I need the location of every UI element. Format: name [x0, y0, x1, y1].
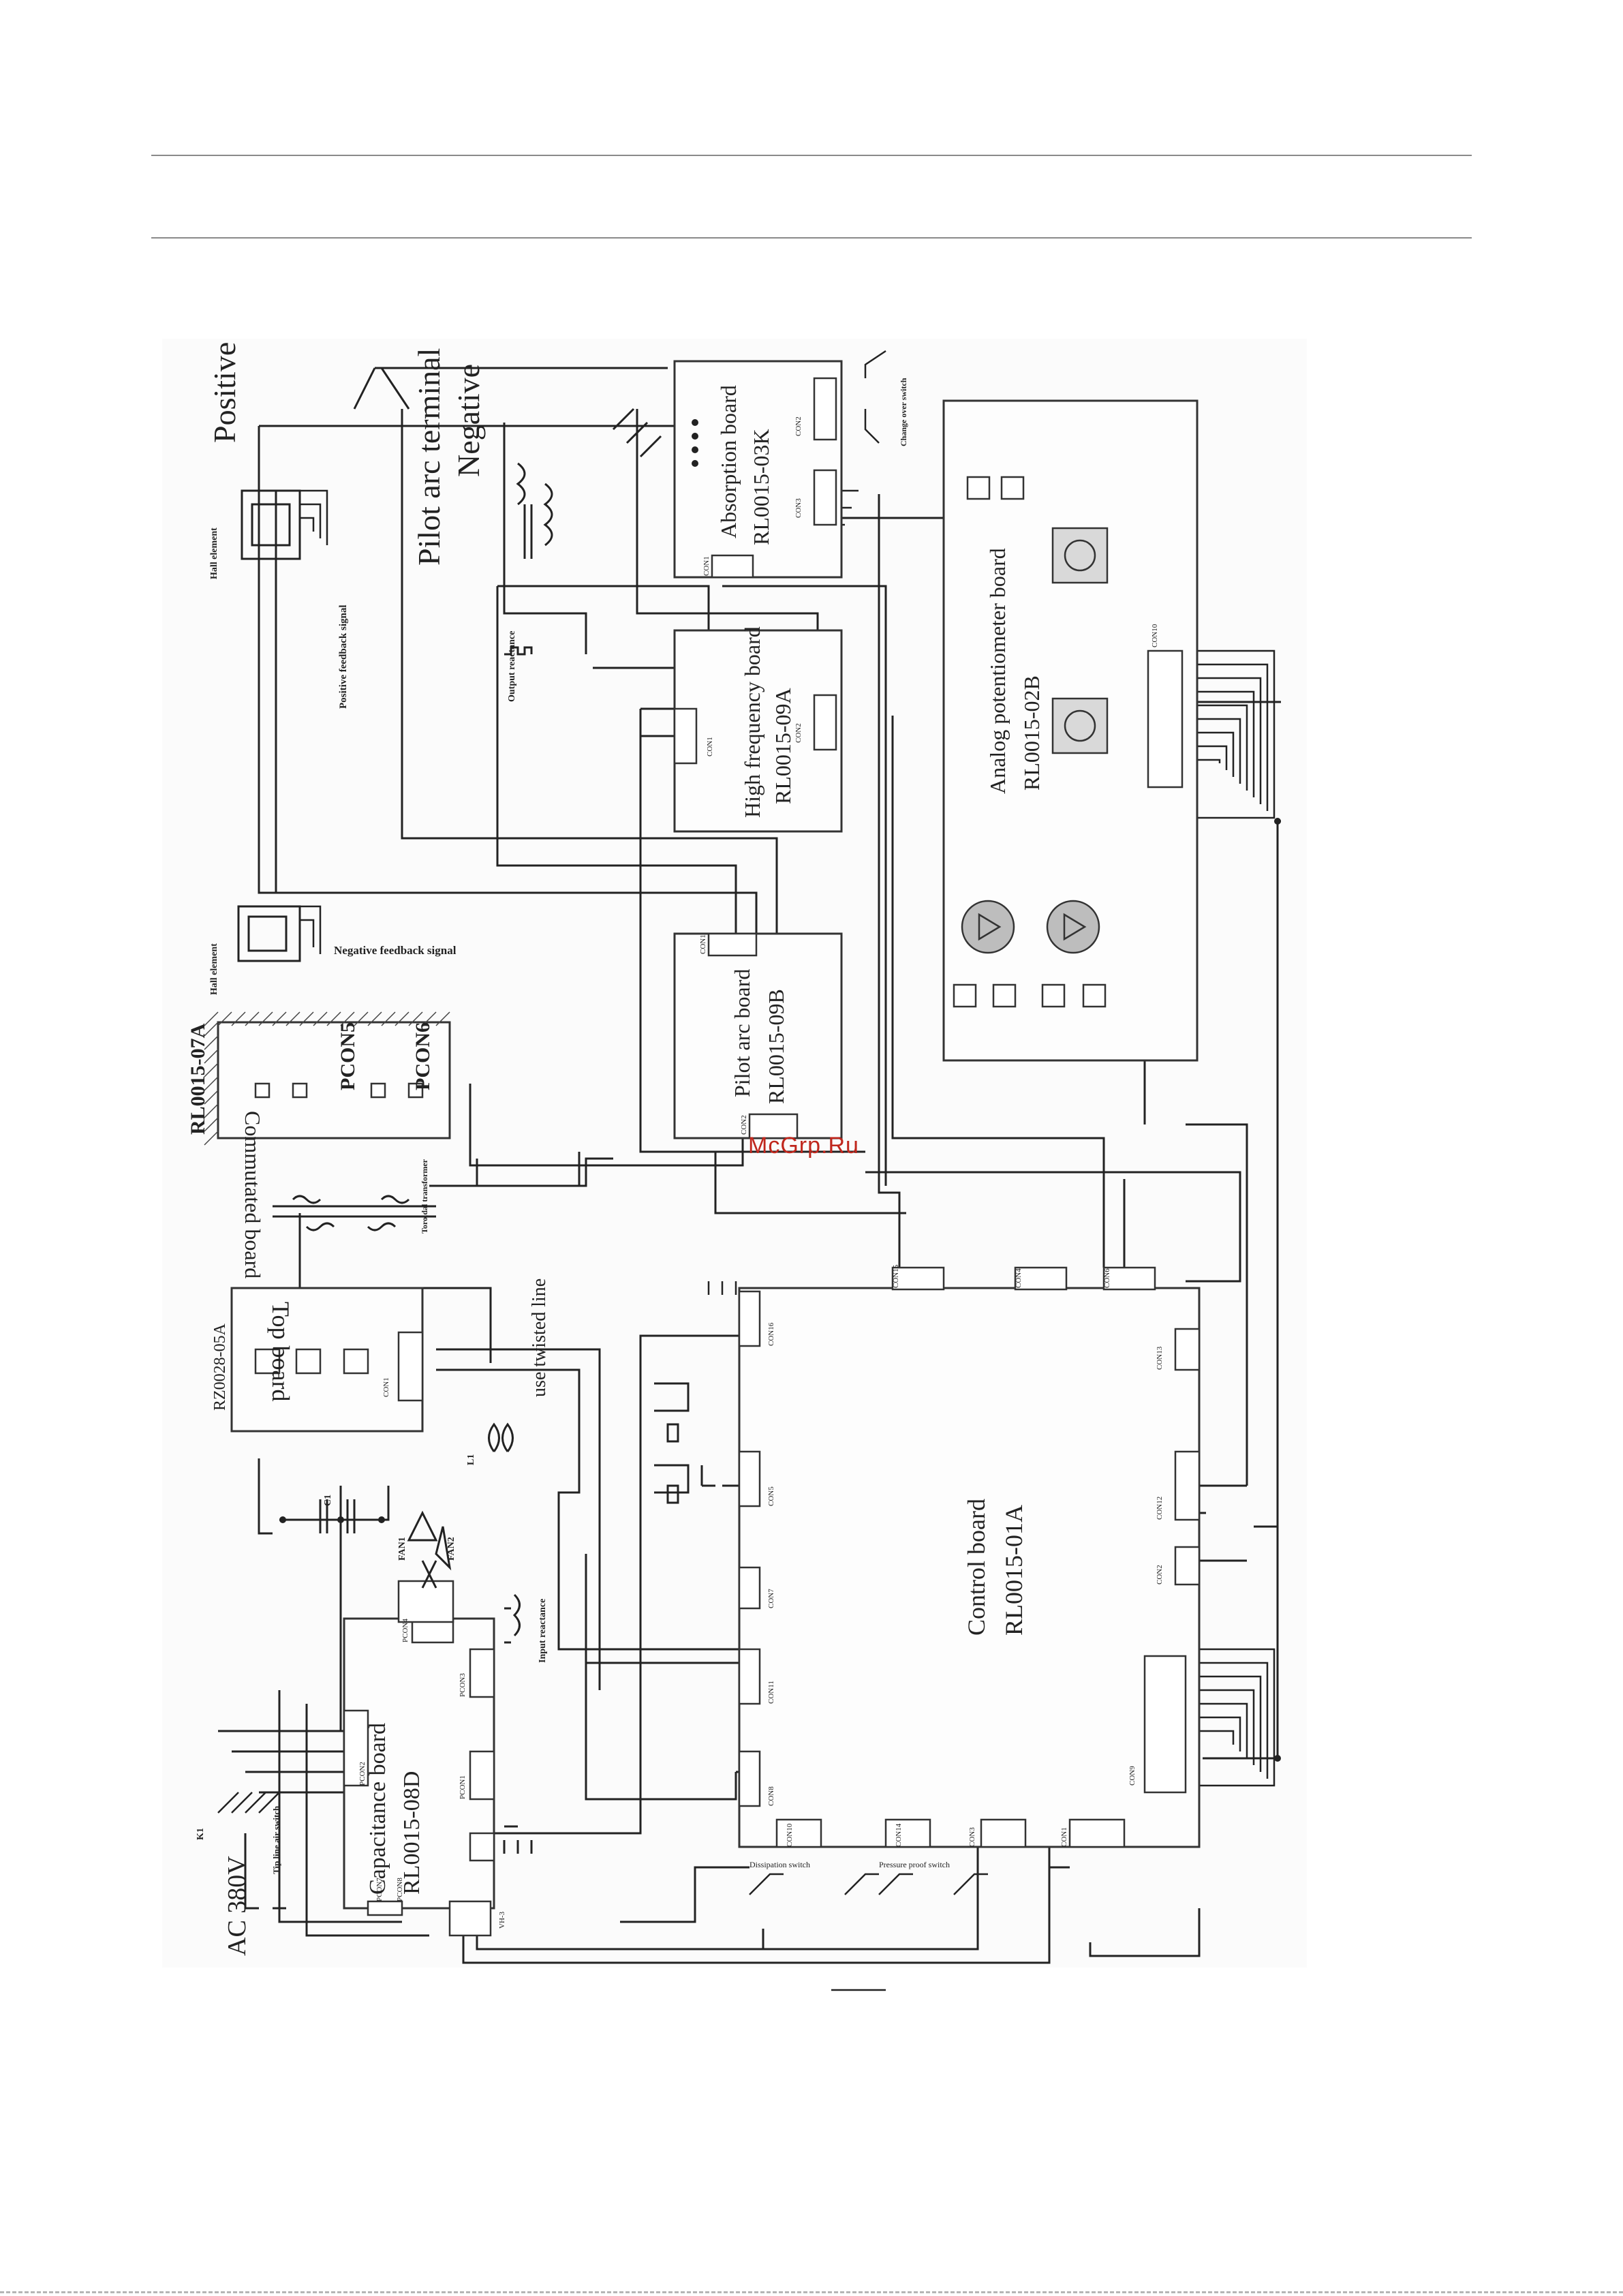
pa-con1-label: CON1: [699, 934, 707, 954]
fan2-label: FAN2: [446, 1537, 457, 1561]
ctrl-con2-label: CON2: [1156, 1565, 1164, 1585]
k1-label: K1: [196, 1828, 206, 1840]
pot-con10-label: CON10: [1151, 624, 1159, 647]
header-rule-top: [151, 155, 1472, 156]
hall-element-top-label: Hall element: [209, 527, 219, 579]
ctrl-con8-label: CON8: [767, 1786, 775, 1806]
ctrl-con11-label: CON11: [767, 1681, 775, 1704]
use-twisted-line-label: use twisted line: [529, 1279, 550, 1397]
negative-label: Negative: [451, 364, 486, 477]
ctrl-con13-label: CON13: [1156, 1346, 1164, 1370]
analog-pot-board-name: Analog potentiometer board: [985, 548, 1010, 794]
commutated-model-label: RL0015-07A: [187, 1023, 209, 1135]
hatching: [204, 1011, 450, 1146]
commutated-board-name: Commutated board: [241, 1111, 265, 1279]
control-board-model: RL0015-01A: [1000, 1505, 1027, 1636]
positive-feedback-label: Positive feedback signal: [338, 605, 349, 709]
capacitance-board-model: RL0015-08D: [399, 1771, 424, 1895]
pcon6-label: PCON6: [412, 1022, 434, 1090]
pilot-arc-board-model: RL0015-09B: [764, 989, 788, 1104]
ctrl-con12-label: CON12: [1156, 1497, 1164, 1520]
ac380-label: AC 380V: [223, 1856, 251, 1956]
abs-con3-label: CON3: [794, 498, 803, 518]
hf-con1-label: CON1: [706, 737, 714, 756]
hf-con2-label: CON2: [794, 723, 803, 743]
l1-label: L1: [466, 1454, 476, 1465]
ctrl-con10-label: CON10: [786, 1823, 794, 1847]
fan1-label: FAN1: [397, 1537, 407, 1561]
junction-dots: [279, 419, 1281, 1762]
ctrl-con15-label: CON15: [892, 1264, 900, 1288]
ctrl-con6-label: CON6: [1103, 1268, 1111, 1288]
ctrl-con16-label: CON16: [767, 1322, 775, 1346]
change-over-switch-label: Change over switch: [899, 378, 908, 446]
ctrl-con7-label: CON7: [767, 1589, 775, 1608]
pilot-arc-terminal-label: Pilot arc terminal: [412, 348, 446, 566]
cap-pcon1-label: PCON1: [459, 1775, 467, 1799]
toroidal-transformer-label: Toroidal transformer: [420, 1159, 429, 1234]
positive-label: Positive: [207, 342, 242, 443]
control-board-box: [738, 1287, 1201, 1848]
precautions-switch-label: Dissipation switch: [749, 1860, 810, 1869]
top-board-model-label: RZ0028-05A: [211, 1323, 229, 1411]
pcon5-label: PCON5: [337, 1022, 359, 1090]
cap-pcon4-label: PCON4: [401, 1619, 409, 1642]
cap-pcon8-label: PCON8: [396, 1878, 404, 1901]
terminal-labels: Positive Pilot arc terminal Negative Hal…: [187, 342, 950, 1956]
coils-and-parts: [273, 408, 872, 1964]
hall-element-bottom-label: Hall element: [209, 943, 219, 995]
cap-pcon3-label: PCON3: [459, 1673, 467, 1697]
connector-labels: CON2 CON3 CON1 CON1 CON2 CON10 CON1 CON2…: [358, 416, 1164, 1929]
analog-pot-board-model: RL0015-02B: [1019, 675, 1044, 791]
ctrl-con1-label: CON1: [1060, 1827, 1068, 1847]
pa-con2-label: CON2: [740, 1115, 748, 1135]
ctrl-con5-label: CON5: [767, 1486, 775, 1506]
watermark: McGrp.Ru: [748, 1133, 859, 1159]
pilot-arc-board-box: [673, 932, 843, 1139]
abs-con2-label: CON2: [794, 416, 803, 436]
pot-board-controls: [953, 476, 1109, 1008]
ctrl-con3-label: CON3: [968, 1827, 976, 1847]
absorption-board-name: Absorption board: [716, 385, 741, 538]
high-frequency-board-name: High frequency board: [740, 626, 764, 818]
footer-dashed-rule: [0, 2291, 1623, 2293]
control-board-name: Control board: [963, 1499, 990, 1636]
capacitance-board-name: Capacitance board: [365, 1723, 390, 1895]
pilot-arc-board-name: Pilot arc board: [730, 969, 754, 1097]
input-reactance-label: Input reactance: [538, 1599, 548, 1663]
capacitance-board-box: [343, 1617, 495, 1910]
ctrl-con14-label: CON14: [895, 1823, 903, 1847]
negative-feedback-label: Negative feedback signal: [334, 944, 457, 957]
commutated-board-box: [217, 1021, 451, 1139]
cap-con-vh3-label: VH-3: [498, 1911, 506, 1929]
board-titles: Absorption board RL0015-03K High frequen…: [241, 385, 1044, 1895]
connector-blocks: [254, 377, 1201, 1937]
ctrl-con9-label: CON9: [1128, 1766, 1137, 1786]
top-board-name: Top board: [267, 1302, 294, 1401]
cap-pcon7-label: PCON7: [375, 1878, 384, 1901]
header-rule-bottom: [151, 237, 1472, 239]
top-con1-label: CON1: [382, 1377, 390, 1397]
switches: [217, 350, 988, 1895]
tip-switch-label: Tip line air switch: [271, 1805, 281, 1874]
high-frequency-board-model: RL0015-09A: [771, 688, 795, 804]
output-reactance-label: Output reactance: [507, 631, 517, 702]
abs-con1-label: CON1: [702, 556, 711, 576]
c1-label: C1: [323, 1495, 333, 1506]
cap-pcon2-label: PCON2: [358, 1762, 367, 1786]
hall-elements: [237, 489, 301, 962]
absorption-board-model: RL0015-03K: [749, 429, 773, 545]
pressure-switch-label: Pressure proof switch: [879, 1860, 950, 1869]
ctrl-con4-label: CON4: [1015, 1268, 1023, 1288]
